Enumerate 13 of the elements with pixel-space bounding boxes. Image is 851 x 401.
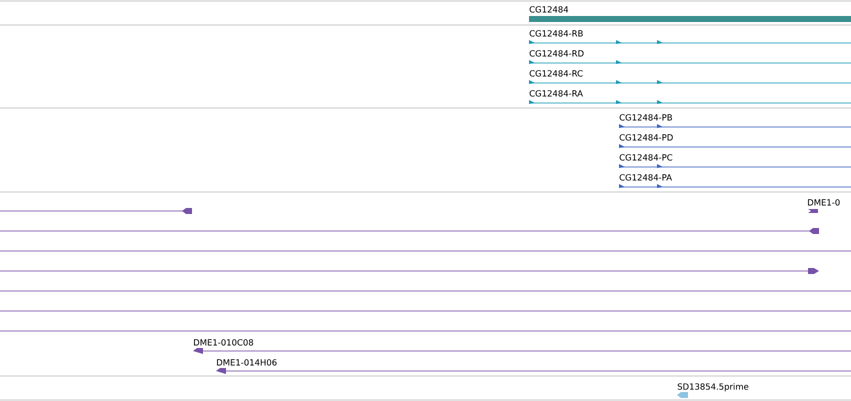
feature-label: CG12484-RA xyxy=(530,90,583,97)
feature-label: CG12484-RD xyxy=(530,50,584,57)
feature-label: DME1-0 xyxy=(808,199,840,206)
feature-label: CG12484-PB xyxy=(620,114,672,121)
feature-label: CG12484-PC xyxy=(620,154,672,161)
feature-label: CG12484-PD xyxy=(620,134,673,141)
feature-label: CG12484-PA xyxy=(620,174,672,181)
feature-label: CG12484 xyxy=(530,6,568,13)
feature-label: CG12484-RC xyxy=(530,70,583,77)
feature-label: SD13854.5prime xyxy=(678,383,748,392)
feature-label: DME1-010C08 xyxy=(194,339,254,346)
feature-label: DME1-014H06 xyxy=(217,359,277,366)
feature-label: CG12484-RB xyxy=(530,30,583,37)
